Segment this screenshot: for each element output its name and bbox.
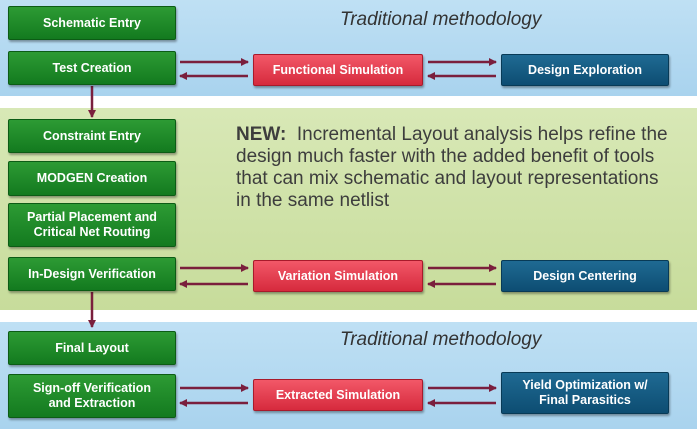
schematic-entry-box: Schematic Entry xyxy=(8,6,176,40)
modgen-creation-box: MODGEN Creation xyxy=(8,161,176,196)
final-layout-box: Final Layout xyxy=(8,331,176,365)
partial-placement-box: Partial Placement and Critical Net Routi… xyxy=(8,203,176,247)
test-creation-box: Test Creation xyxy=(8,51,176,85)
yield-optimization-box: Yield Optimization w/ Final Parasitics xyxy=(501,372,669,414)
functional-simulation-box: Functional Simulation xyxy=(253,54,423,86)
design-exploration-box: Design Exploration xyxy=(501,54,669,86)
signoff-verification-box: Sign-off Verification and Extraction xyxy=(8,374,176,418)
extracted-simulation-box: Extracted Simulation xyxy=(253,379,423,411)
new-description: Incremental Layout analysis helps refine… xyxy=(236,124,668,211)
constraint-entry-box: Constraint Entry xyxy=(8,119,176,153)
bottom-section-heading: Traditional methodology xyxy=(340,329,542,350)
variation-simulation-box: Variation Simulation xyxy=(253,260,423,292)
new-label: NEW: xyxy=(236,124,287,145)
top-section-heading: Traditional methodology xyxy=(340,9,542,30)
in-design-verification-box: In-Design Verification xyxy=(8,257,176,291)
design-centering-box: Design Centering xyxy=(501,260,669,292)
new-methodology-text: NEW: Incremental Layout analysis helps r… xyxy=(236,124,676,212)
